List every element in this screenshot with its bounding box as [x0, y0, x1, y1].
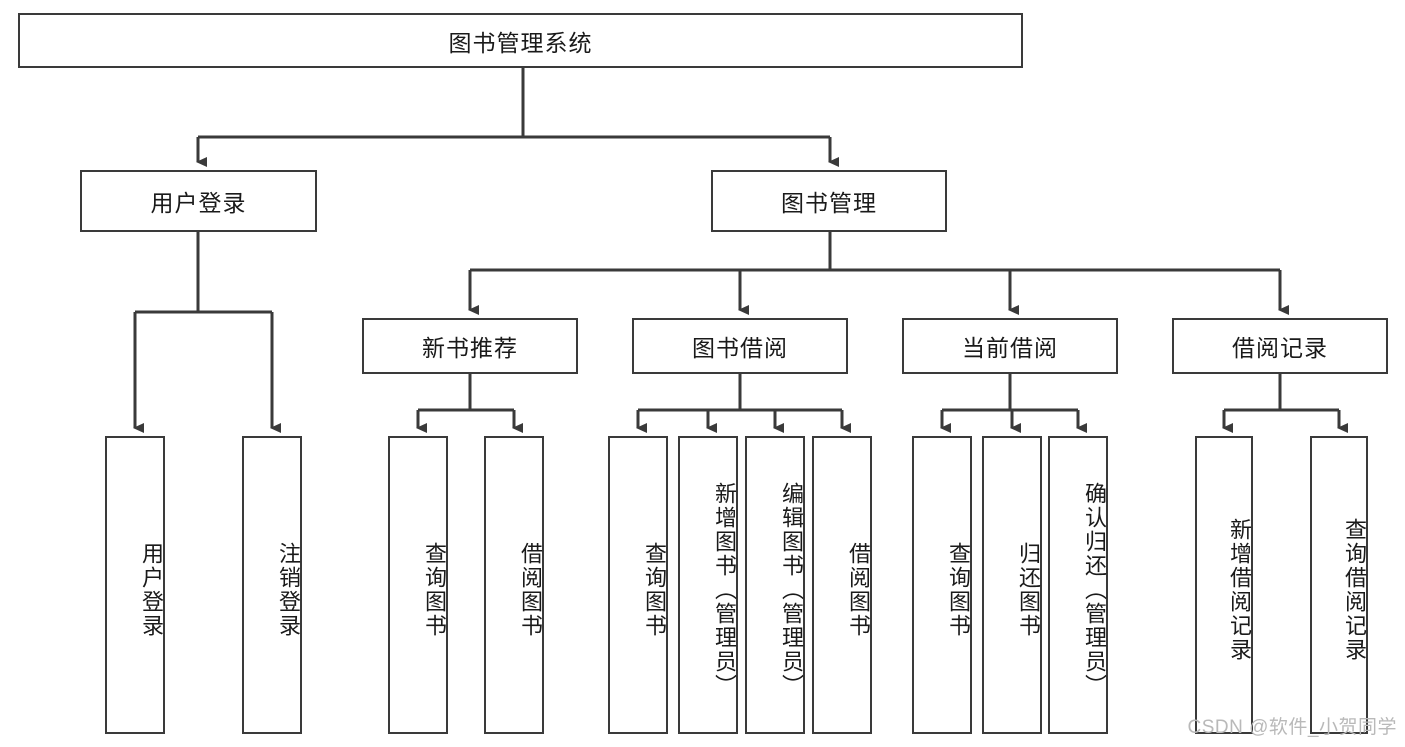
- node-leaf-query-book-2[interactable]: 查询图书: [608, 436, 668, 734]
- node-leaf-logout[interactable]: 注销登录: [242, 436, 302, 734]
- node-leaf-query-book-1-label: 查询图书: [422, 542, 447, 638]
- node-leaf-return-book[interactable]: 归还图书: [982, 436, 1042, 734]
- node-leaf-add-record-label: 新增借阅记录: [1227, 518, 1252, 662]
- node-leaf-confirm-return-label: 确认归还（管理员）: [1082, 482, 1107, 698]
- node-leaf-logout-label: 注销登录: [276, 542, 301, 638]
- node-leaf-query-book-3[interactable]: 查询图书: [912, 436, 972, 734]
- node-leaf-query-book-2-label: 查询图书: [642, 542, 667, 638]
- node-new-book-recommend[interactable]: 新书推荐: [362, 318, 578, 374]
- node-leaf-borrow-book-1-label: 借阅图书: [518, 542, 543, 638]
- node-new-book-recommend-label: 新书推荐: [422, 335, 518, 361]
- node-borrow-record-label: 借阅记录: [1232, 335, 1328, 361]
- node-leaf-user-login[interactable]: 用户登录: [105, 436, 165, 734]
- node-root-label: 图书管理系统: [448, 29, 593, 56]
- node-leaf-borrow-book-2[interactable]: 借阅图书: [812, 436, 872, 734]
- node-leaf-add-book[interactable]: 新增图书（管理员）: [678, 436, 738, 734]
- node-leaf-query-record-label: 查询借阅记录: [1342, 518, 1367, 662]
- node-leaf-query-record[interactable]: 查询借阅记录: [1310, 436, 1368, 734]
- node-leaf-edit-book[interactable]: 编辑图书（管理员）: [745, 436, 805, 734]
- node-leaf-query-book-1[interactable]: 查询图书: [388, 436, 448, 734]
- node-leaf-add-record[interactable]: 新增借阅记录: [1195, 436, 1253, 734]
- node-leaf-edit-book-label: 编辑图书（管理员）: [779, 482, 804, 698]
- node-user-login-label: 用户登录: [150, 190, 247, 216]
- node-leaf-borrow-book-2-label: 借阅图书: [846, 542, 871, 638]
- node-borrow-record[interactable]: 借阅记录: [1172, 318, 1388, 374]
- node-book-manage-label: 图书管理: [781, 190, 877, 216]
- node-user-login[interactable]: 用户登录: [80, 170, 317, 232]
- node-leaf-user-login-label: 用户登录: [139, 542, 164, 638]
- node-leaf-query-book-3-label: 查询图书: [946, 542, 971, 638]
- node-book-manage[interactable]: 图书管理: [711, 170, 947, 232]
- node-leaf-confirm-return[interactable]: 确认归还（管理员）: [1048, 436, 1108, 734]
- node-leaf-return-book-label: 归还图书: [1016, 542, 1041, 638]
- node-current-borrow[interactable]: 当前借阅: [902, 318, 1118, 374]
- node-leaf-borrow-book-1[interactable]: 借阅图书: [484, 436, 544, 734]
- node-book-borrow[interactable]: 图书借阅: [632, 318, 848, 374]
- node-root[interactable]: 图书管理系统: [18, 13, 1023, 68]
- node-leaf-add-book-label: 新增图书（管理员）: [712, 482, 737, 698]
- node-current-borrow-label: 当前借阅: [962, 335, 1058, 361]
- node-book-borrow-label: 图书借阅: [692, 335, 788, 361]
